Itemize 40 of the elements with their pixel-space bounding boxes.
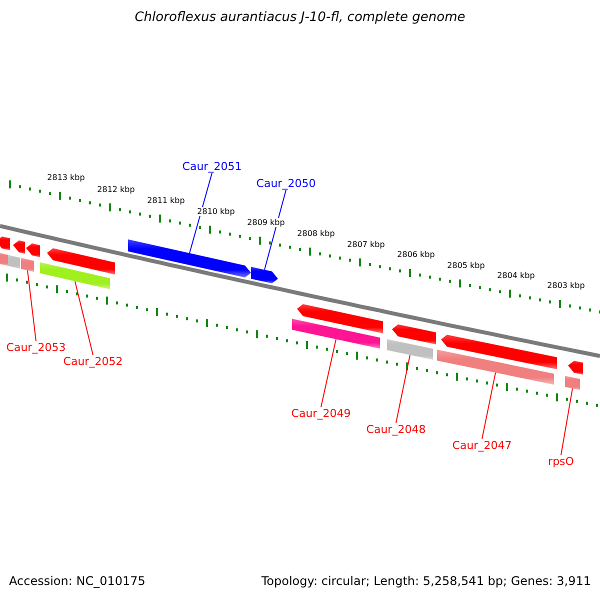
leader-line: [74, 280, 94, 356]
scale-label: 2809 kbp: [247, 218, 285, 228]
scale-label: 2807 kbp: [347, 240, 385, 249]
gene-feature: [21, 243, 40, 272]
leader-line: [482, 372, 496, 440]
leader-line: [396, 354, 410, 424]
scale-label: 2803 kbp: [547, 281, 585, 290]
scale-label: 2812 kbp: [97, 184, 135, 194]
scale-label: 2813 kbp: [47, 173, 85, 182]
gene-feature: [8, 240, 25, 269]
gene-feature: [128, 239, 251, 278]
footer-text: Accession: NC_010175: [9, 574, 146, 588]
gene-feature: [437, 334, 557, 385]
leader-line: [320, 338, 336, 408]
gene-feature: [0, 236, 10, 266]
gene-label: Caur_2050: [256, 177, 316, 190]
scale-label: 2808 kbp: [297, 228, 335, 238]
scale-label: 2810 kbp: [197, 207, 235, 216]
gene-label: Caur_2051: [182, 160, 242, 173]
diagram-title: Chloroflexus aurantiacus J-10-fl, complete genome: [134, 10, 466, 25]
scale-label: 2811 kbp: [147, 196, 185, 205]
gene-label: Caur_2047: [452, 439, 512, 452]
gene-feature: [387, 324, 436, 360]
gene-feature: [251, 266, 278, 284]
gene-label: Caur_2052: [63, 355, 123, 368]
leader-line: [264, 190, 286, 270]
gene-label: Caur_2048: [366, 423, 426, 436]
scale-label: 2805 kbp: [447, 260, 485, 270]
scale-label: 2804 kbp: [497, 270, 535, 280]
footer-text: Topology: circular; Length: 5,258,541 bp; Genes: 3,911: [261, 574, 591, 588]
leader-line: [560, 388, 573, 456]
gene-feature: [565, 360, 583, 390]
leader-line: [189, 172, 212, 254]
gene-label: Caur_2053: [6, 341, 66, 354]
gene-feature: [292, 304, 383, 349]
gene-feature: [40, 248, 115, 290]
gene-label: Caur_2049: [291, 407, 351, 420]
leader-line: [27, 270, 36, 342]
gene-label: rpsO: [548, 455, 574, 468]
scale-label: 2806 kbp: [397, 250, 435, 260]
